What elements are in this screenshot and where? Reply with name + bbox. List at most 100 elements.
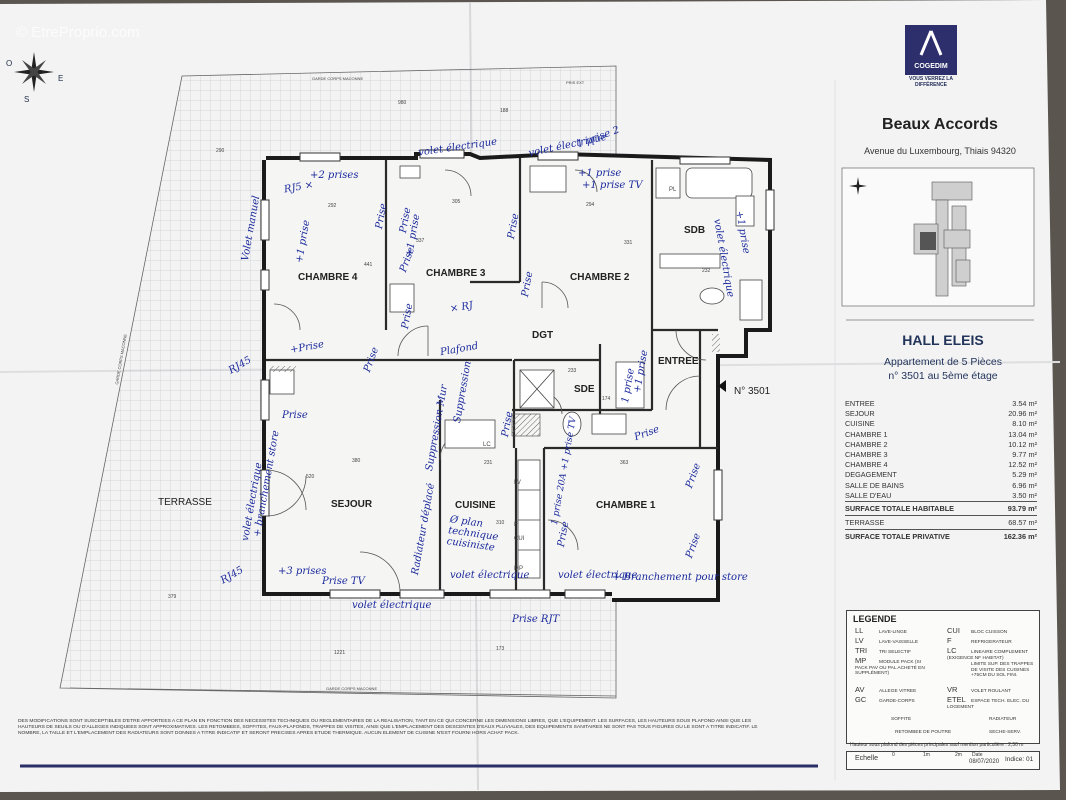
cogedim-logo <box>905 25 957 75</box>
dimension: 292 <box>328 203 337 209</box>
garde-corps-label: GARDE CORPS MACONNE <box>326 686 378 691</box>
legend-seche: SECHE-SERV. <box>989 730 1021 735</box>
handwritten-note: Prise <box>282 410 308 421</box>
ceiling-height-note: Hauteur sous plafond des pièces principa… <box>850 742 1024 748</box>
scale-box: Echelle 0 1m 2m Date 08/07/2020 Indice: … <box>846 751 1040 770</box>
dimension: 173 <box>496 646 505 652</box>
apartment-marker: N° 3501 <box>734 386 771 397</box>
legend-retombee: RETOMBEE DE POUTRE <box>895 730 952 735</box>
logo-name: COGEDIM <box>914 63 948 70</box>
room-label: ENTREE <box>658 356 699 367</box>
dimension: 520 <box>306 474 315 480</box>
dimension: 174 <box>602 396 611 402</box>
plan-index: Indice: 01 <box>1005 756 1034 763</box>
dimension: 1221 <box>334 650 346 656</box>
compass-east: E <box>58 74 64 83</box>
dimension: 331 <box>624 240 633 246</box>
door-swings <box>265 169 707 593</box>
fixture-label: CUI <box>514 536 525 542</box>
disclaimer: DES MODIFICATIONS SONT SUSCEPTIBLES D'ET… <box>18 719 758 736</box>
compass <box>14 52 54 92</box>
handwritten-note: +1 prise <box>578 168 622 179</box>
dimension: 379 <box>168 594 177 600</box>
apartment-type: Appartement de 5 Pièces <box>884 356 1002 368</box>
fixtures <box>269 165 763 579</box>
legend-title: LEGENDE <box>853 614 897 624</box>
handwritten-note: volet électrique <box>352 600 432 611</box>
scale-2m: 2m <box>955 752 962 758</box>
fixture-label: MP <box>514 566 523 572</box>
handwritten-note: + Branchement pour store <box>612 572 748 583</box>
fixture-label: PL <box>669 187 677 193</box>
watermark: © EtreProprio.com <box>16 24 140 41</box>
interior-walls <box>266 158 718 594</box>
project-title: Beaux Accords <box>882 116 998 133</box>
handwritten-note: Prise TV <box>322 576 365 587</box>
key-plan-thumbnail <box>841 167 1035 307</box>
fixture-label: LV <box>514 480 521 486</box>
scale-1m: 1m <box>923 752 930 758</box>
dimension: 188 <box>500 108 509 114</box>
room-label: CUISINE <box>455 500 496 511</box>
handwritten-note: +2 prises <box>310 170 359 181</box>
scale-0: 0 <box>892 752 895 758</box>
dimension: 363 <box>620 460 629 466</box>
room-label: SDB <box>684 225 706 236</box>
plan-date: 08/07/2020 <box>969 759 1000 765</box>
room-label: TERRASSE <box>158 497 212 508</box>
fixture-label: LC <box>483 442 491 448</box>
handwritten-note: volet électrique <box>558 570 638 581</box>
dimension: 310 <box>496 520 505 526</box>
pris-ext-label: PRIS EXT <box>566 80 585 85</box>
room-label: CHAMBRE 3 <box>426 268 486 279</box>
handwritten-note: +1 prise TV <box>582 180 643 191</box>
handwritten-note: volet électrique <box>450 570 530 581</box>
windows <box>260 149 775 599</box>
entrance-arrow <box>718 380 726 392</box>
scale-label: Echelle <box>855 755 878 762</box>
dimension: 980 <box>398 100 407 106</box>
room-label: SEJOUR <box>331 499 373 510</box>
room-label: CHAMBRE 1 <box>596 500 656 511</box>
dimension: 232 <box>702 268 711 274</box>
legend-soffite: SOFFITE <box>891 717 912 722</box>
dimension: 294 <box>586 202 595 208</box>
compass-south: S <box>24 95 30 104</box>
room-label: CHAMBRE 4 <box>298 272 358 283</box>
building-name: HALL ELEIS <box>902 332 984 348</box>
garde-corps-label: GARDE CORPS MACONNE <box>312 76 364 81</box>
handwritten-note: Prise RJT <box>512 614 560 625</box>
dimension: 233 <box>568 368 577 374</box>
legend-item: LIMITE SUP. DES TRAPPES DE VISITE DES CU… <box>971 662 1034 678</box>
dimension: 380 <box>352 458 361 464</box>
room-label: SDE <box>574 384 595 395</box>
room-label: CHAMBRE 2 <box>570 272 630 283</box>
dimension: 305 <box>452 199 461 205</box>
apartment-number: n° 3501 au 5ème étage <box>888 370 998 382</box>
